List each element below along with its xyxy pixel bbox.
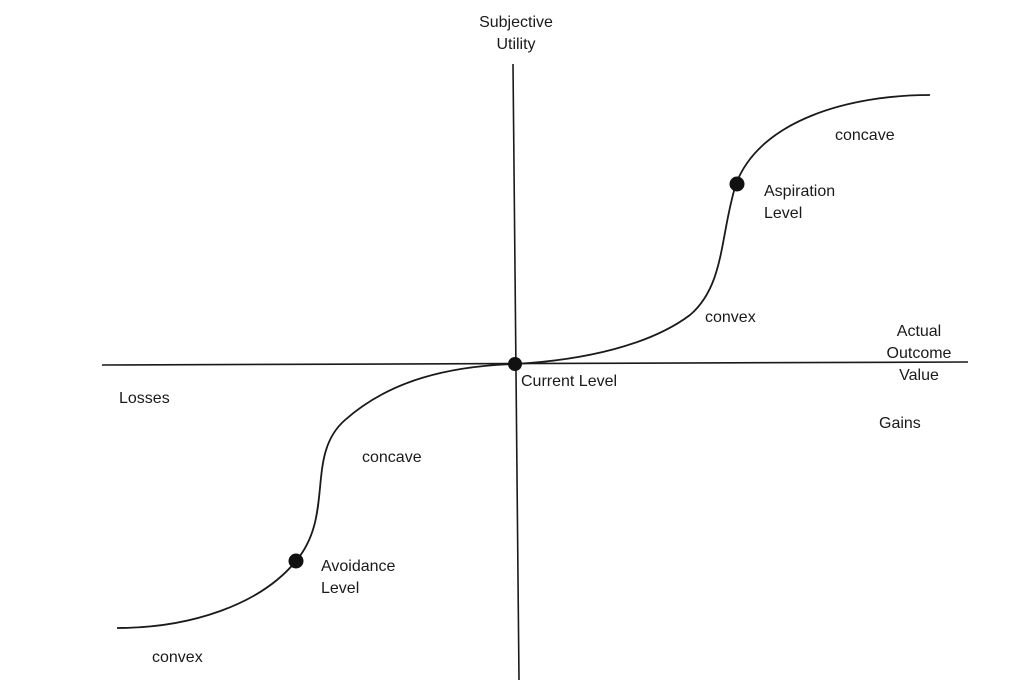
current-level-label: Current Level — [521, 373, 617, 390]
aspiration-level-marker — [729, 176, 745, 192]
x-axis-title-line3: Value — [899, 367, 939, 384]
x-axis-title-line1: Actual — [897, 323, 941, 340]
aspiration-level-label-line1: Aspiration — [764, 183, 835, 200]
avoidance-level-label-line2: Level — [321, 580, 359, 597]
avoidance-level-label-line1: Avoidance — [321, 558, 396, 575]
aspiration-level-label-line2: Level — [764, 205, 802, 222]
x-axis — [101, 361, 969, 366]
avoidance-level-marker — [288, 553, 304, 569]
utility-curve — [116, 94, 931, 629]
lower-concave-label: concave — [362, 449, 422, 466]
x-axis-title-line2: Outcome — [887, 345, 952, 362]
upper-convex-label: convex — [705, 309, 756, 326]
upper-concave-label: concave — [835, 127, 895, 144]
y-axis-title-line1: Subjective — [479, 14, 553, 31]
current-level-marker — [508, 357, 522, 371]
y-axis — [512, 63, 520, 681]
losses-label: Losses — [119, 390, 170, 407]
y-axis-title-line2: Utility — [496, 36, 535, 53]
gains-label: Gains — [879, 415, 921, 432]
lower-convex-label: convex — [152, 649, 203, 666]
